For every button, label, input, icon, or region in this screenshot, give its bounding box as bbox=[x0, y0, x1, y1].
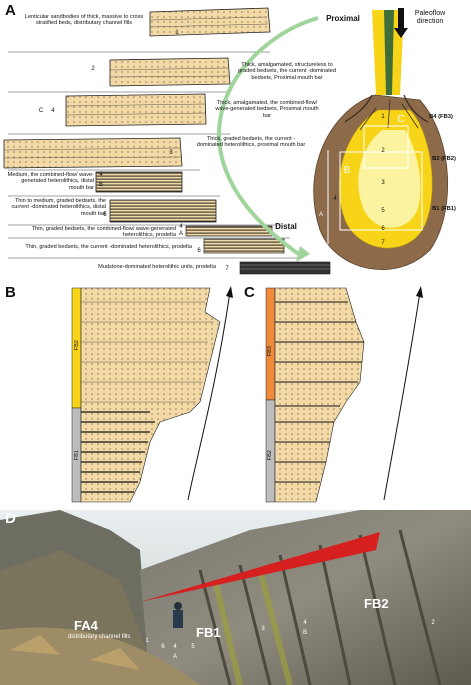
map-number-5: 5 bbox=[381, 208, 385, 214]
unit-6-marker: 5 bbox=[103, 212, 107, 218]
unit-6-label: Thin to medium, graded bedsets, the curr… bbox=[11, 198, 106, 217]
panel-c: C FB3 FB2 bbox=[236, 282, 471, 507]
unit-8-label: Thin, graded bedsets, the current -domin… bbox=[25, 244, 192, 250]
fb1-label: FB1 bbox=[196, 625, 221, 640]
panel-a-letter: A bbox=[5, 2, 16, 19]
delta-map bbox=[313, 10, 448, 271]
fa4-sublabel: distributary channel fills bbox=[68, 634, 131, 640]
unit-2-marker: 2 bbox=[91, 66, 95, 72]
map-letter-c: C bbox=[397, 114, 405, 125]
photo-marker-1: 1 bbox=[145, 638, 149, 644]
bed-6-prodelta bbox=[203, 238, 285, 254]
bed-5-distal-mouth-bar bbox=[109, 199, 217, 223]
panel-a: A bbox=[0, 0, 471, 280]
panel-d-letter: D bbox=[5, 510, 16, 527]
photo-marker-4: 4 bbox=[173, 644, 177, 650]
panel-d-photo-scene bbox=[0, 510, 471, 685]
panel-b: B FB2 FB1 bbox=[0, 282, 235, 507]
map-number-1: 1 bbox=[381, 114, 385, 120]
map-letter-a: A bbox=[318, 212, 323, 218]
photo-marker-4b: 4 bbox=[303, 620, 307, 626]
map-number-3: 3 bbox=[381, 180, 385, 186]
bed-7-prodelta bbox=[239, 261, 331, 275]
unit-1-label: Lenticular sandbodies of thick, massive … bbox=[24, 14, 144, 27]
panel-c-log bbox=[265, 286, 423, 503]
unit-4-marker: 3 bbox=[169, 150, 173, 156]
photo-marker-2: 2 bbox=[431, 620, 435, 626]
unit-4-label: Thick, graded bedsets, the current -domi… bbox=[196, 136, 306, 149]
unit-divider-lines bbox=[8, 51, 300, 259]
bed-4c-proximal-mouth-bar bbox=[65, 93, 207, 127]
proximal-to-distal-arrow bbox=[217, 16, 319, 257]
fb2-label: FB2 bbox=[364, 596, 389, 611]
bar-label-b4: B4 (FB3) bbox=[429, 114, 453, 120]
panel-c-fb2-label: FB2 bbox=[266, 450, 273, 461]
paleoflow-arrow bbox=[394, 8, 408, 38]
map-number-6: 6 bbox=[381, 226, 385, 232]
panel-d-photo: D FA4 distributary channel fills FB1 FB2… bbox=[0, 510, 471, 685]
unit-7-marker-alt: A bbox=[178, 231, 183, 237]
unit-3-label: Thick, amalgamated, the combined-flow/ w… bbox=[215, 100, 319, 119]
proximal-label: Proximal bbox=[326, 14, 360, 23]
unit-9-marker: 7 bbox=[225, 266, 229, 272]
unit-1-marker: 1 bbox=[175, 30, 179, 36]
unit-8-marker: 6 bbox=[197, 248, 201, 254]
bed-2-proximal-mouth-bar bbox=[109, 57, 231, 87]
bed-4b-distal-mouth-bar bbox=[95, 171, 183, 193]
bed-1-distributary-channel bbox=[149, 7, 271, 37]
red-wedge bbox=[140, 532, 380, 602]
photo-marker-3: 3 bbox=[261, 626, 265, 632]
panel-b-fb2-label: FB2 bbox=[73, 340, 80, 351]
bed-3-proximal-mouth-bar bbox=[3, 137, 183, 169]
unit-7-marker: 4 bbox=[179, 224, 183, 230]
panel-c-fb3-label: FB3 bbox=[266, 346, 273, 357]
panel-a-drawing bbox=[3, 7, 448, 275]
map-number-7: 7 bbox=[381, 240, 385, 246]
unit-7-label: Thin, graded bedsets, the combined-flow/… bbox=[31, 226, 176, 239]
map-number-2: 2 bbox=[381, 148, 385, 154]
paleoflow-label: Paleoflow direction bbox=[414, 10, 446, 25]
unit-2-label: Thick, amalgamated, structureless to gra… bbox=[238, 62, 336, 81]
unit-5-marker-alt: B bbox=[98, 182, 103, 188]
green-arrowhead bbox=[296, 246, 310, 262]
panel-b-log bbox=[71, 286, 233, 503]
panel-b-letter: B bbox=[5, 284, 16, 301]
unit-9-label: Mudstone-dominated heterolithic units, p… bbox=[98, 264, 216, 270]
bar-label-b1: B1 (FB1) bbox=[432, 206, 456, 212]
unit-3-marker-alt: C bbox=[38, 108, 44, 114]
panel-b-fb1-label: FB1 bbox=[73, 450, 80, 461]
photo-marker-a: A bbox=[172, 654, 177, 660]
photo-marker-5: 5 bbox=[191, 644, 195, 650]
photo-marker-b: B bbox=[302, 630, 307, 636]
map-letter-b: B bbox=[343, 165, 351, 176]
map-number-4: 4 bbox=[333, 196, 337, 202]
fa4-label: FA4 bbox=[74, 618, 98, 633]
photo-marker-6: 6 bbox=[161, 644, 165, 650]
unit-3-marker: 4 bbox=[51, 108, 55, 114]
bar-label-b2: B2 (FB2) bbox=[432, 156, 456, 162]
distal-label: Distal bbox=[275, 222, 297, 231]
bed-4a-prodelta bbox=[185, 225, 273, 237]
unit-5-marker: 4 bbox=[99, 172, 103, 178]
panel-c-letter: C bbox=[244, 284, 255, 301]
unit-5-label: Medium, the combined-flow/ wave-generate… bbox=[7, 172, 94, 191]
